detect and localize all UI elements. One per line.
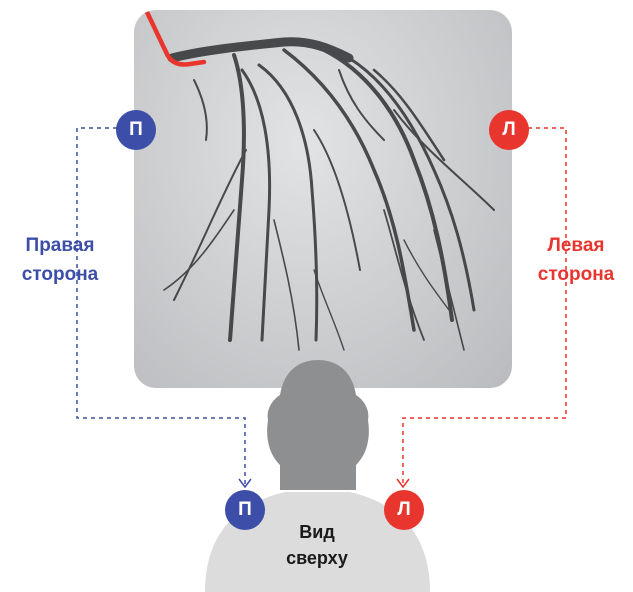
- top-view-caption-line1: Вид: [262, 519, 372, 545]
- left-side-arrowhead: [397, 479, 409, 487]
- right-badge-bottom: П: [225, 490, 265, 530]
- right-badge-top-letter: П: [129, 119, 143, 141]
- angiogram-image: [134, 10, 512, 388]
- left-badge-bottom-letter: Л: [397, 499, 410, 521]
- left-side-label: Левая сторона: [516, 231, 633, 289]
- coronary-vessels-drawing: [134, 10, 512, 388]
- right-side-label-line1: Правая: [0, 231, 120, 260]
- top-view-caption: Вид сверху: [262, 519, 372, 571]
- top-view-caption-line2: сверху: [262, 545, 372, 571]
- right-side-arrowhead: [239, 479, 251, 487]
- right-badge-top: П: [116, 110, 156, 150]
- right-side-label: Правая сторона: [0, 231, 120, 289]
- left-side-label-line2: сторона: [516, 260, 633, 289]
- left-badge-top-letter: Л: [502, 119, 515, 141]
- left-side-label-line1: Левая: [516, 231, 633, 260]
- left-badge-bottom: Л: [384, 490, 424, 530]
- right-badge-bottom-letter: П: [238, 499, 252, 521]
- left-badge-top: Л: [489, 110, 529, 150]
- right-side-label-line2: сторона: [0, 260, 120, 289]
